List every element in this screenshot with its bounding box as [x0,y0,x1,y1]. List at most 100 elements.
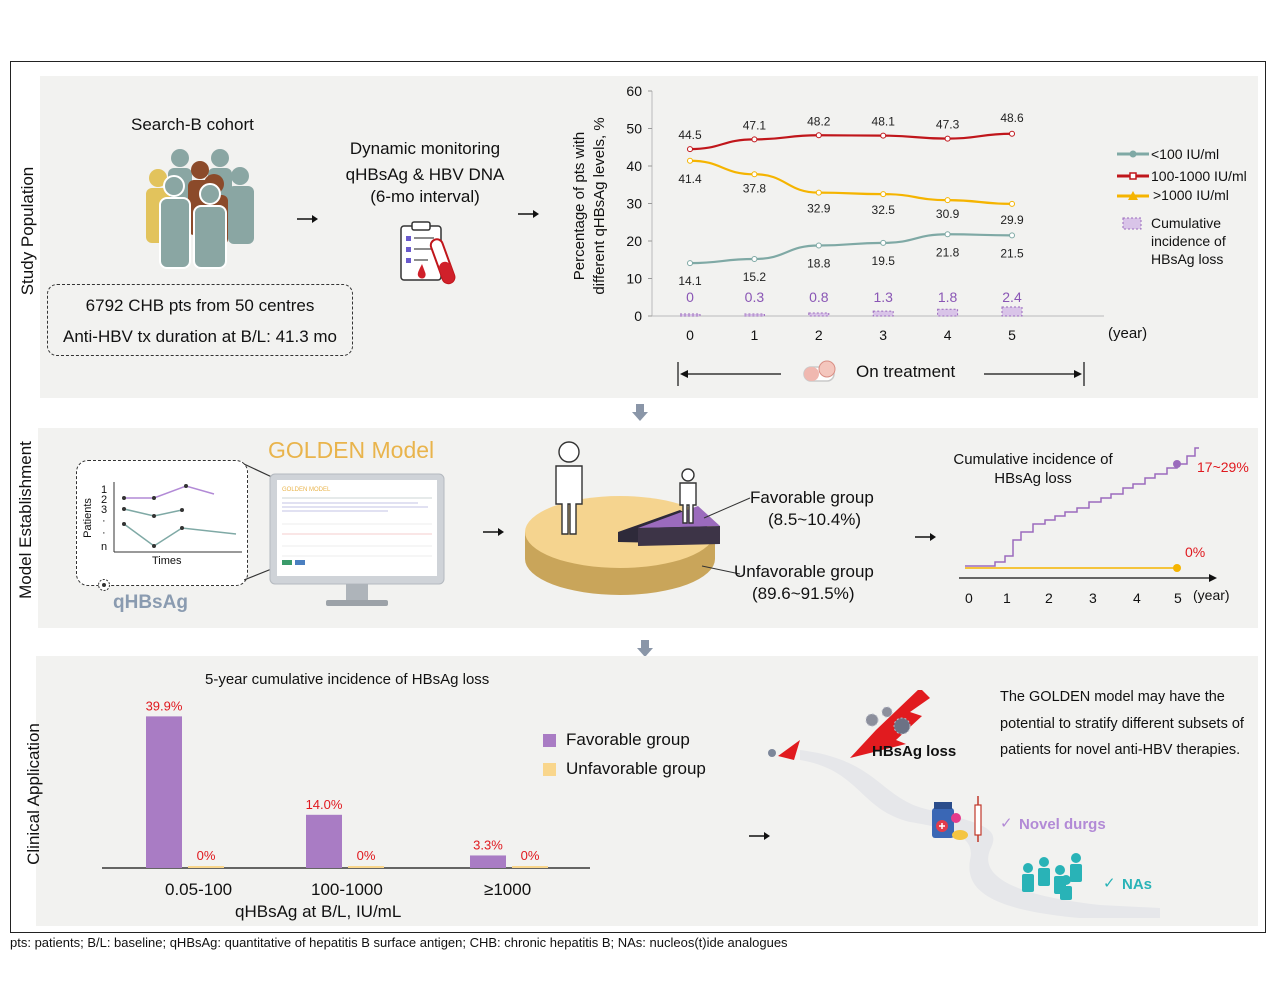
series-point [1009,130,1015,137]
group-pie-chart [525,441,720,595]
legend-favorable: Favorable group [566,730,690,749]
people-group-icon [146,149,254,269]
series-point [1009,200,1015,207]
bar-value-label: 0% [197,848,216,863]
y-tick-label: 60 [626,83,642,99]
data-label: 14.1 [678,274,702,288]
down-arrow-icon [632,404,648,421]
line-chart-legend [1117,150,1149,230]
series-point [944,197,951,204]
bar-cat-2: 100-1000 [311,880,383,899]
data-label: 15.2 [743,270,767,284]
conclusion-line-2: potential to stratify different subsets … [1000,716,1244,732]
y-tick-label: 10 [626,271,642,287]
legend-cum-1: Cumulative [1151,215,1222,231]
cohort-info-box [47,284,353,356]
y-tick-label: 0 [634,308,642,324]
cumulative-bar-label: 0.8 [809,289,829,305]
series-point [944,231,951,238]
section-label-model-establishment: Model Establishment [16,441,35,599]
cum-tick-2: 2 [1045,590,1053,606]
patients-axis-label: Patients [81,498,94,538]
bar-favorable [470,855,506,868]
y-tick-label: 50 [626,121,642,137]
unfavorable-group-pct: (89.6~91.5%) [752,584,855,603]
y-axis-label: Percentage of pts with [571,132,588,280]
nas-label: NAs [1122,876,1153,893]
series-point [880,191,887,198]
data-label: 48.1 [872,115,896,129]
cum-year-unit: (year) [1193,587,1230,603]
hbsag-loss-bar-chart: 39.9%14.0%3.3%0%0%0% [102,698,590,869]
bar-favorable [306,814,342,868]
section-label-study-population: Study Population [18,166,37,296]
bar-cat-1: 0.05-100 [165,880,233,899]
bar-cat-3: ≥1000 [484,880,532,899]
bar-unfavorable [188,866,224,868]
data-label: 37.8 [743,181,767,195]
data-label: 48.6 [1000,111,1024,125]
patient-tick-2: 2 [101,494,108,506]
series-point [751,171,758,178]
cum-title-2: HBsAg loss [994,470,1072,487]
series-point [1009,232,1015,239]
golden-model-title: GOLDEN Model [268,437,435,463]
patient-tick-3: 3 [101,504,108,516]
data-label: 47.3 [936,118,960,132]
patient-tick-dot2: · [102,527,106,539]
data-label: 30.9 [936,207,960,221]
footnote: pts: patients; B/L: baseline; qHBsAg: qu… [10,935,788,950]
patient-tick-n: n [101,541,108,553]
nas-check: ✓ [1103,875,1116,892]
series-point [944,135,951,142]
legend-gt1000: >1000 IU/ml [1153,187,1229,203]
cumulative-bar [743,313,765,317]
on-treatment-label: On treatment [856,362,956,381]
series-point [687,146,693,153]
data-label: 21.5 [1000,246,1024,260]
x-tick-label: 1 [751,327,759,340]
cumulative-bar-label: 0 [686,289,694,305]
y-tick-label: 40 [626,158,642,174]
pill-icon [803,360,836,382]
series-point [687,260,693,267]
y-axis-label: different qHBsAg levels, % [591,117,608,294]
cum-tick-4: 4 [1133,590,1141,606]
data-label: 32.5 [872,203,896,217]
hbsag-loss-label: HBsAg loss [872,743,957,760]
series-point [880,239,887,246]
trajectory-plot [113,482,242,553]
data-label: 21.8 [936,245,960,259]
patient-tick-1: 1 [101,484,108,496]
legend-swatch-unfavorable [543,763,556,776]
patient-tick-dot1: · [102,515,106,527]
bar-value-label: 3.3% [473,837,503,852]
data-label: 41.4 [678,172,702,186]
legend-swatch-favorable [543,734,556,747]
golden-model-monitor: GOLDEN MODEL [269,473,445,606]
cumulative-bar [1001,306,1023,317]
monitor-line-1: Dynamic monitoring [349,139,501,158]
data-label: 29.9 [1000,213,1024,227]
bar-value-label: 0% [521,848,540,863]
series-point [751,256,758,262]
cum-tick-0: 0 [965,590,973,606]
y-tick-label: 20 [626,233,642,249]
bar-chart-title: 5-year cumulative incidence of HBsAg los… [205,671,490,688]
conclusion-line-1: The GOLDEN model may have the [1000,689,1225,705]
bar-xlabel: qHBsAg at B/L, IU/mL [235,902,402,921]
arrow-right-icon [483,528,504,536]
cum-tick-3: 3 [1089,590,1097,606]
cumulative-incidence-step-chart [959,447,1217,582]
cohort-duration-text: Anti-HBV tx duration at B/L: 41.3 mo [62,327,338,346]
cumulative-bar [937,308,959,317]
series-point [687,157,693,164]
bar-value-label: 39.9% [146,698,183,713]
data-label: 47.1 [743,118,767,132]
series-point [815,132,822,139]
cumulative-bar-label: 1.3 [873,289,893,305]
favorable-group-pct: (8.5~10.4%) [768,510,862,529]
cumulative-bar [808,312,830,317]
cum-tick-1: 1 [1003,590,1011,606]
